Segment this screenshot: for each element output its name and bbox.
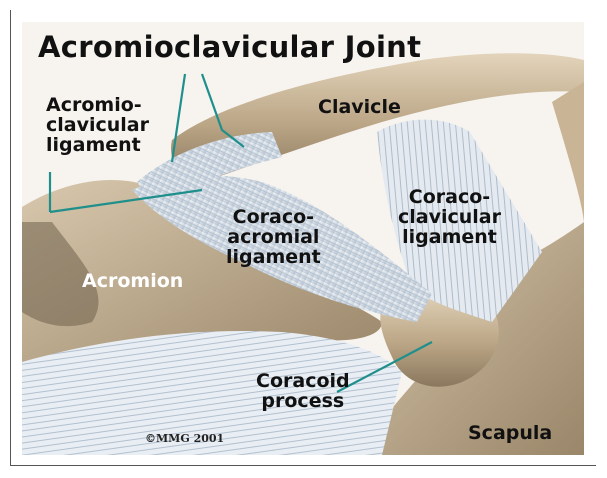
coraco-clavicular-label: Coraco- clavicular ligament [398,188,501,248]
clavicle-label: Clavicle [318,98,401,118]
ac-ligament-label: Acromio- clavicular ligament [46,96,149,156]
coracoid-process-label: Coracoid process [256,372,350,412]
diagram-title: Acromioclavicular Joint [38,32,421,62]
scapula-label: Scapula [468,424,552,444]
coraco-acromial-label: Coraco- acromial ligament [226,208,321,268]
copyright-text: ©MMG 2001 [145,432,224,445]
acromion-label: Acromion [82,272,183,292]
